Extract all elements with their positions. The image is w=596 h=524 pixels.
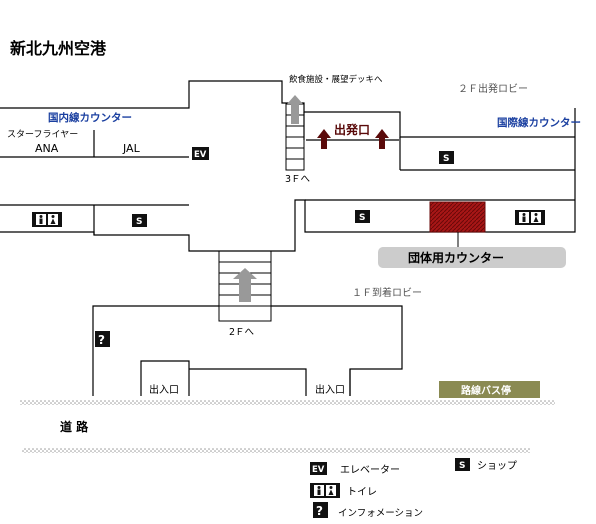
svg-text:?: ? <box>98 333 105 347</box>
legend-toilet-label: トイレ <box>347 487 377 498</box>
legend: EV エレベーター S ショップ トイレ ? インフォメーション <box>310 458 517 519</box>
group-counter-label: 団体用カウンター <box>408 250 504 265</box>
svg-text:S: S <box>459 461 465 471</box>
elevator-icon: EV <box>192 147 209 160</box>
departure-arrow-right-icon <box>375 129 389 149</box>
floor1-outline <box>92 305 403 396</box>
road-edge-top <box>20 400 555 405</box>
to-3f-label: 3Ｆへ <box>285 174 311 185</box>
page-title: 新北九州空港 <box>10 39 107 58</box>
international-counter-label: 国際線カウンター <box>497 116 581 129</box>
stair-arrow-3f-icon <box>287 95 303 124</box>
legend-shop-icon: S <box>455 458 470 471</box>
departure-arrow-left-icon <box>317 129 331 149</box>
to-2f-label: 2Ｆへ <box>229 327 255 338</box>
starflyer-label: スターフライヤー <box>7 129 78 140</box>
shop-icon: S <box>439 151 454 164</box>
dining-deck-sign: 飲食施設・展望デッキへ <box>289 74 383 85</box>
information-icon: ? <box>95 331 110 347</box>
legend-information-label: インフォメーション <box>338 508 423 519</box>
svg-text:S: S <box>443 154 449 164</box>
svg-text:S: S <box>136 217 142 227</box>
road-label: 道 路 <box>60 419 89 434</box>
stair-arrow-2f-icon <box>233 268 257 302</box>
floor2-lobby-label: ２Ｆ出発ロビー <box>458 82 528 95</box>
floor2-outline <box>0 80 576 252</box>
departure-gate-label: 出発口 <box>334 122 370 137</box>
domestic-counter-label: 国内線カウンター <box>48 111 132 124</box>
bus-stop-box <box>439 381 540 398</box>
shop-icon: S <box>355 210 370 223</box>
svg-text:S: S <box>359 213 365 223</box>
jal-label: JAL <box>122 142 141 155</box>
ana-label: ANA <box>35 142 59 155</box>
floor1-lobby-label: １Ｆ到着ロビー <box>352 286 422 299</box>
group-counter-area <box>429 201 486 233</box>
legend-elevator-icon: EV <box>310 462 327 475</box>
svg-text:EV: EV <box>312 465 325 475</box>
svg-text:?: ? <box>316 504 323 518</box>
legend-elevator-label: エレベーター <box>340 464 400 476</box>
legend-information-icon: ? <box>313 502 328 518</box>
entrance-left-label: 出入口 <box>149 383 179 396</box>
toilet-icon <box>32 212 62 227</box>
toilet-icon <box>515 210 545 225</box>
entrance-right-label: 出入口 <box>315 383 345 396</box>
group-counter-pill <box>378 247 566 268</box>
legend-toilet-icon <box>310 483 340 498</box>
bus-stop-label: 路線バス停 <box>461 384 511 397</box>
shop-icon: S <box>132 214 147 227</box>
legend-shop-label: ショップ <box>477 460 517 472</box>
road-edge-bottom <box>22 448 530 453</box>
svg-text:EV: EV <box>194 150 207 160</box>
